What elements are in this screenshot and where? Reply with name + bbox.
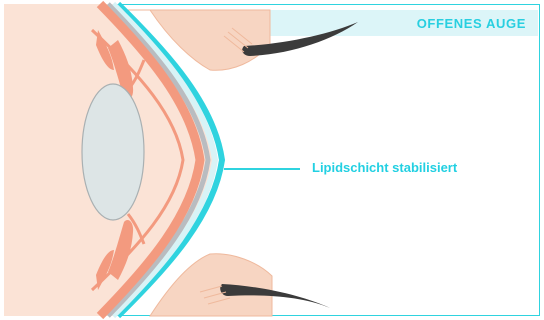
lipid-layer-label: Lipidschicht stabilisiert [312,160,457,175]
lens [82,84,144,220]
